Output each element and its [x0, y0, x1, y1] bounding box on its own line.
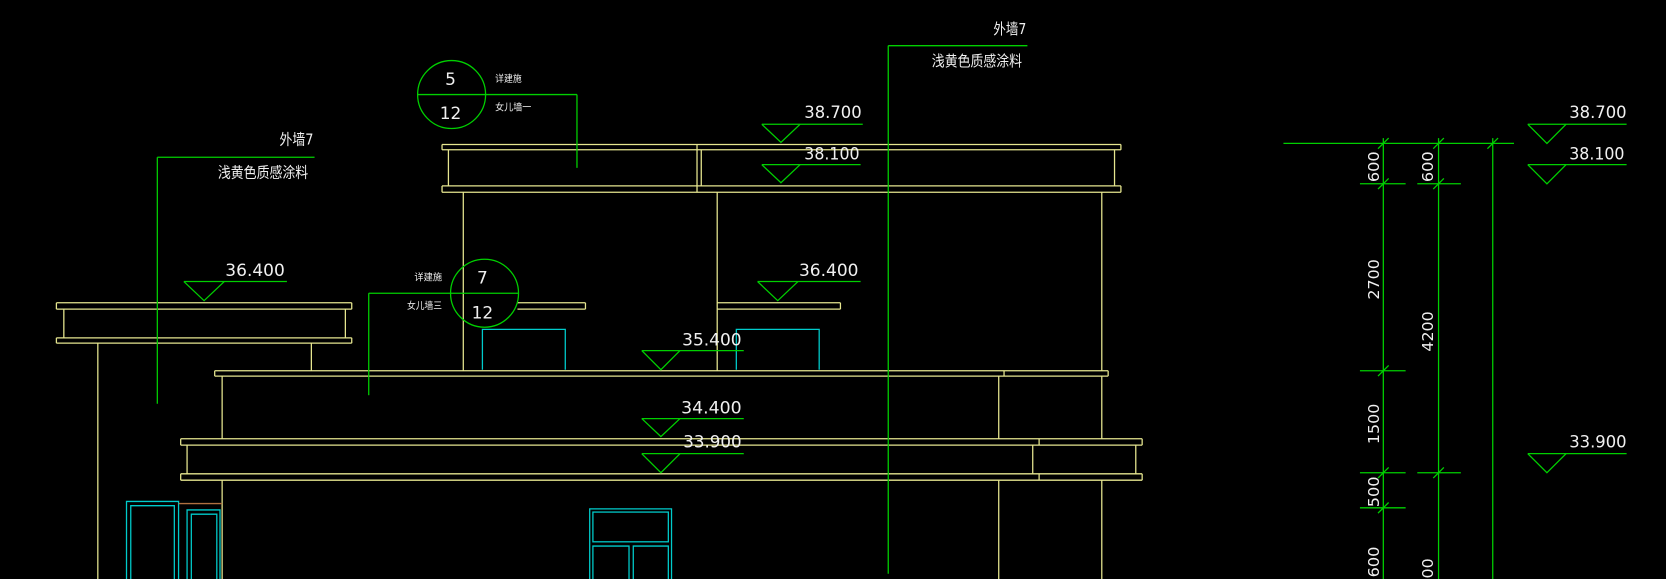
elevation-triangle-36400-left: [183, 281, 225, 302]
detail-callout-5-name: 女儿墙一: [495, 101, 532, 113]
dimension-tick: [1377, 466, 1390, 479]
side-elevation-triangle-slab: [1527, 164, 1567, 185]
material-notes: 外墙7 浅黄色质感涂料 外墙7 浅黄色质感涂料: [218, 20, 1026, 181]
terrace-openings: [481, 328, 820, 370]
middle-window-left-pane: [592, 545, 630, 579]
detail-callout-7-sheet: 12: [472, 304, 494, 324]
elevation-triangle-33900: [641, 453, 681, 474]
dimension-tick: [1432, 137, 1445, 150]
elevation-triangle-34400: [641, 418, 681, 438]
side-elevation-label-top: 38.700: [1569, 103, 1626, 123]
side-elevation-triangle-top: [1527, 123, 1567, 145]
elevation-label-parapet-right: 36.400: [799, 261, 858, 281]
elevation-triangle-36400-right: [757, 281, 799, 302]
elevation-triangle-38100: [761, 164, 801, 184]
left-roof: [55, 302, 353, 344]
walls: [97, 192, 1103, 579]
detail-callout-7-ref: 详建施: [414, 271, 442, 283]
detail-callout-5-sheet: 12: [440, 104, 462, 124]
leaders: [156, 45, 1028, 574]
top-note-wall-label: 外墙7: [993, 20, 1026, 38]
middle-window-outer: [589, 508, 673, 579]
terrace-opening-right: [735, 328, 820, 370]
dimension-values: 600 2700 1500 500 600 600 4200 00: [1365, 151, 1437, 578]
dimension-tick: [1432, 466, 1445, 479]
dimension-tick: [1377, 178, 1390, 190]
dimension-inner-2: 2700: [1365, 259, 1383, 299]
windows: [125, 500, 673, 579]
terrace-parapet-caps: [517, 302, 842, 310]
left-window-outer: [125, 500, 180, 579]
middle-roof: [214, 370, 1109, 439]
left-note-material: 浅黄色质感涂料: [218, 163, 308, 181]
elevation-triangle-35400: [641, 350, 681, 371]
dimension-tick: [1377, 137, 1390, 150]
dimension-tick: [1377, 365, 1390, 377]
lower-roof: [180, 438, 1143, 481]
upper-roof: [441, 143, 1122, 193]
dimension-inner-4: 500: [1365, 476, 1383, 507]
middle-window-transom: [592, 511, 669, 543]
detail-callouts: 5 12 详建施 女儿墙一 7 12 详建施 女儿墙三: [407, 70, 532, 324]
elevation-markers: [183, 123, 1627, 474]
elevation-values: 38.700 38.100 36.400 36.400 35.400 34.40…: [225, 103, 1626, 452]
elevation-label-upper-roof-slab: 38.100: [804, 144, 859, 164]
detail-callout-5-number: 5: [445, 70, 456, 90]
middle-window-right-pane: [632, 545, 669, 579]
terrace-opening-left: [481, 328, 566, 370]
left-note-wall-label: 外墙7: [279, 130, 313, 148]
dimension-chain: [1283, 137, 1514, 579]
left-door-inner: [190, 513, 218, 579]
dimension-tick: [1377, 502, 1390, 514]
side-elevation-label-lower: 33.900: [1569, 432, 1626, 452]
elevation-label-terrace: 35.400: [682, 330, 741, 350]
dimension-outer-3: 00: [1419, 558, 1437, 578]
detail-callout-7-number: 7: [477, 269, 488, 289]
elevation-label-upper-roof-top: 38.700: [804, 103, 861, 123]
dimension-outer-1: 600: [1419, 151, 1437, 182]
dimension-outer-2: 4200: [1419, 311, 1437, 351]
dimension-tick: [1486, 137, 1499, 150]
left-window-inner: [130, 505, 175, 579]
dimension-inner-5: 600: [1365, 547, 1383, 578]
top-note-material: 浅黄色质感涂料: [932, 52, 1022, 70]
detail-callout-5-ref: 详建施: [495, 73, 522, 85]
elevation-label-lower-roof: 33.900: [683, 432, 741, 452]
elevation-label-left-roof: 36.400: [225, 261, 284, 281]
left-door-outer: [186, 509, 221, 579]
detail-callout-7-name: 女儿墙三: [407, 300, 442, 312]
dimension-inner-3: 1500: [1365, 404, 1383, 444]
elevation-triangle-38700: [761, 123, 801, 144]
side-elevation-triangle-lower: [1527, 453, 1567, 474]
side-elevation-label-slab: 38.100: [1569, 144, 1624, 164]
dimension-tick: [1432, 178, 1445, 190]
elevation-label-middle-roof: 34.400: [681, 398, 742, 418]
dimension-inner-1: 600: [1365, 151, 1383, 182]
